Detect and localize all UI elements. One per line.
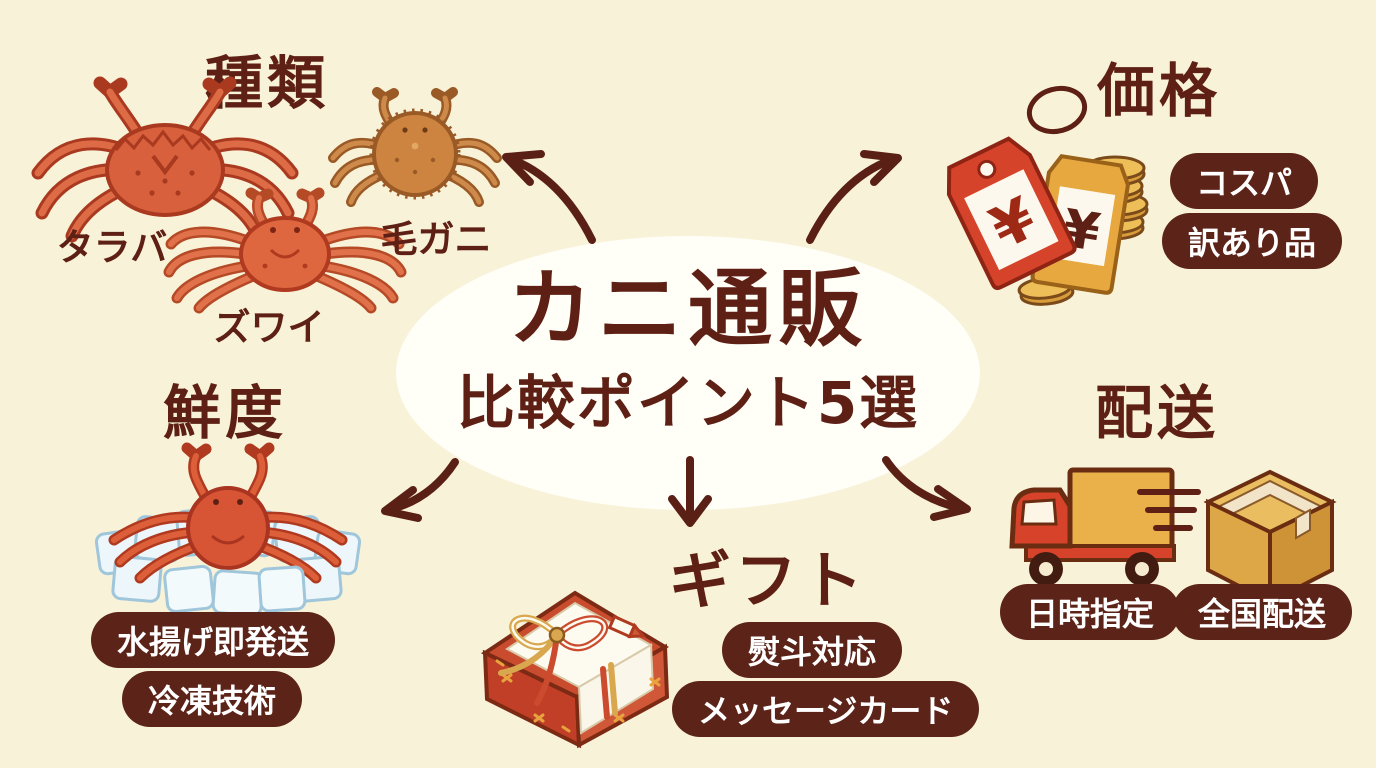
- arrow-to-gift: [668, 456, 712, 527]
- snow-crab-icon: [163, 187, 407, 314]
- badge-noshi: 熨斗対応: [722, 622, 903, 678]
- section-title-delivery: 配送: [1094, 379, 1220, 447]
- section-title-gift: ギフト: [668, 544, 868, 617]
- main-subtitle: 比較ポイント5選: [456, 369, 920, 437]
- wrap-pattern: [495, 659, 661, 733]
- badge-reitou: 冷凍技術: [122, 671, 303, 727]
- box-tape-flap: [1295, 508, 1311, 540]
- king-crab-body: [105, 123, 225, 217]
- fresh-crab-body: [186, 486, 270, 570]
- arrow-to-delivery: [882, 456, 971, 521]
- arrow-to-types: [502, 150, 596, 244]
- truck-window: [1020, 498, 1058, 526]
- badge-wakeari: 訳あり品: [1162, 213, 1343, 269]
- yen-tag-red: ¥: [946, 136, 1077, 290]
- box-front-right: [1268, 498, 1334, 606]
- snow-crab-body: [239, 216, 331, 292]
- hairy-crab-icon: [328, 87, 502, 207]
- badge-message-card: メッセージカード: [672, 681, 980, 737]
- price-tags-icon: ¥ ¥: [946, 85, 1149, 306]
- section-title-price: 価格: [1096, 57, 1222, 125]
- hairy-crab-body: [369, 108, 461, 200]
- snow-crab-legs: [163, 187, 407, 314]
- crab-label-taraba: タラバ: [56, 226, 168, 269]
- crab-label-kegani: 毛ガニ: [380, 218, 492, 261]
- speed-lines-icon: [1137, 489, 1201, 531]
- pencil-decoration: [607, 614, 647, 639]
- crab-label-zuwai: ズワイ: [213, 306, 325, 349]
- badge-nichiji: 日時指定: [1000, 584, 1181, 640]
- badge-mizuage: 水揚げ即発送: [91, 612, 336, 668]
- gift-box-body: [480, 590, 670, 749]
- main-title: カニ通販: [507, 260, 869, 358]
- cardboard-box-icon: [1203, 469, 1337, 606]
- gift-box-icon: [480, 590, 670, 749]
- section-title-freshness: 鮮度: [162, 379, 288, 447]
- ice-cubes-front: [163, 565, 307, 617]
- arrow-to-freshness: [381, 458, 459, 522]
- badge-zenkoku: 全国配送: [1172, 584, 1353, 640]
- crab-on-ice-icon: [94, 442, 362, 617]
- bow-knot: [548, 626, 566, 644]
- arrow-to-price: [806, 150, 902, 244]
- badge-cospa: コスパ: [1170, 153, 1319, 209]
- tag-string: [1026, 85, 1088, 135]
